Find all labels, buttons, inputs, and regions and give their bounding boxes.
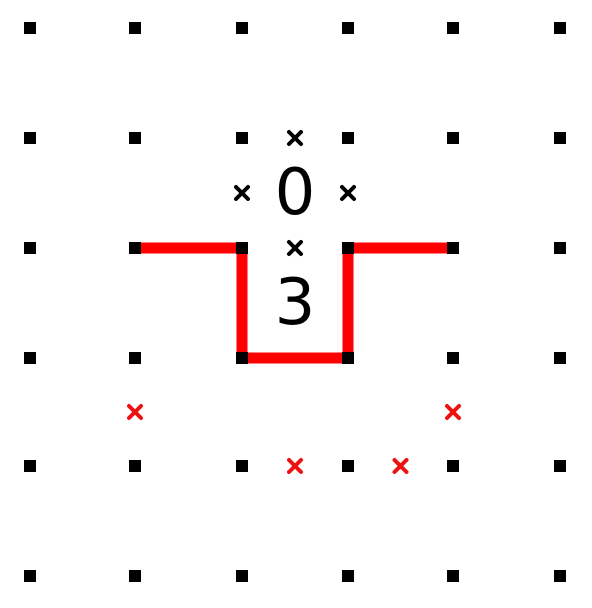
cross-mark[interactable] <box>392 458 409 474</box>
cross-marks-layer <box>127 130 461 474</box>
grid-dot <box>24 460 36 472</box>
grid-dot <box>342 132 354 144</box>
grid-dot <box>447 242 459 254</box>
grid-dot <box>554 22 566 34</box>
cross-mark[interactable] <box>287 130 303 146</box>
grid-dot <box>554 132 566 144</box>
clue-number: 0 <box>275 156 316 230</box>
grid-dot <box>24 132 36 144</box>
grid-dot <box>129 570 141 582</box>
loop-lines-layer <box>129 242 459 364</box>
grid-dot <box>236 132 248 144</box>
clue-number: 3 <box>275 266 316 340</box>
grid-dot <box>24 570 36 582</box>
cross-mark[interactable] <box>287 458 303 474</box>
grid-dot <box>554 242 566 254</box>
grid-dot <box>447 22 459 34</box>
grid-dot <box>447 352 459 364</box>
grid-dot <box>447 570 459 582</box>
grid-dot <box>24 22 36 34</box>
grid-dot <box>342 352 354 364</box>
grid-dot <box>447 460 459 472</box>
grid-dot <box>342 570 354 582</box>
grid-dot <box>24 242 36 254</box>
grid-dot <box>129 242 141 254</box>
grid-dot <box>236 460 248 472</box>
grid-dots-layer <box>24 22 566 582</box>
grid-dot <box>129 352 141 364</box>
grid-dot <box>342 22 354 34</box>
grid-dot <box>129 132 141 144</box>
grid-dot <box>342 460 354 472</box>
cross-mark[interactable] <box>445 404 461 420</box>
cross-mark[interactable] <box>287 240 303 256</box>
grid-dot <box>236 570 248 582</box>
clues-layer: 03 <box>275 156 316 340</box>
cross-mark[interactable] <box>340 185 356 201</box>
cross-mark[interactable] <box>234 185 250 201</box>
grid-dot <box>236 242 248 254</box>
grid-dot <box>236 22 248 34</box>
grid-dot <box>554 570 566 582</box>
grid-dot <box>129 460 141 472</box>
grid-dot <box>24 352 36 364</box>
grid-dot <box>236 352 248 364</box>
grid-dot <box>447 132 459 144</box>
cross-mark[interactable] <box>127 404 143 420</box>
grid-dot <box>129 22 141 34</box>
grid-dot <box>342 242 354 254</box>
grid-dot <box>554 352 566 364</box>
grid-dot <box>554 460 566 472</box>
